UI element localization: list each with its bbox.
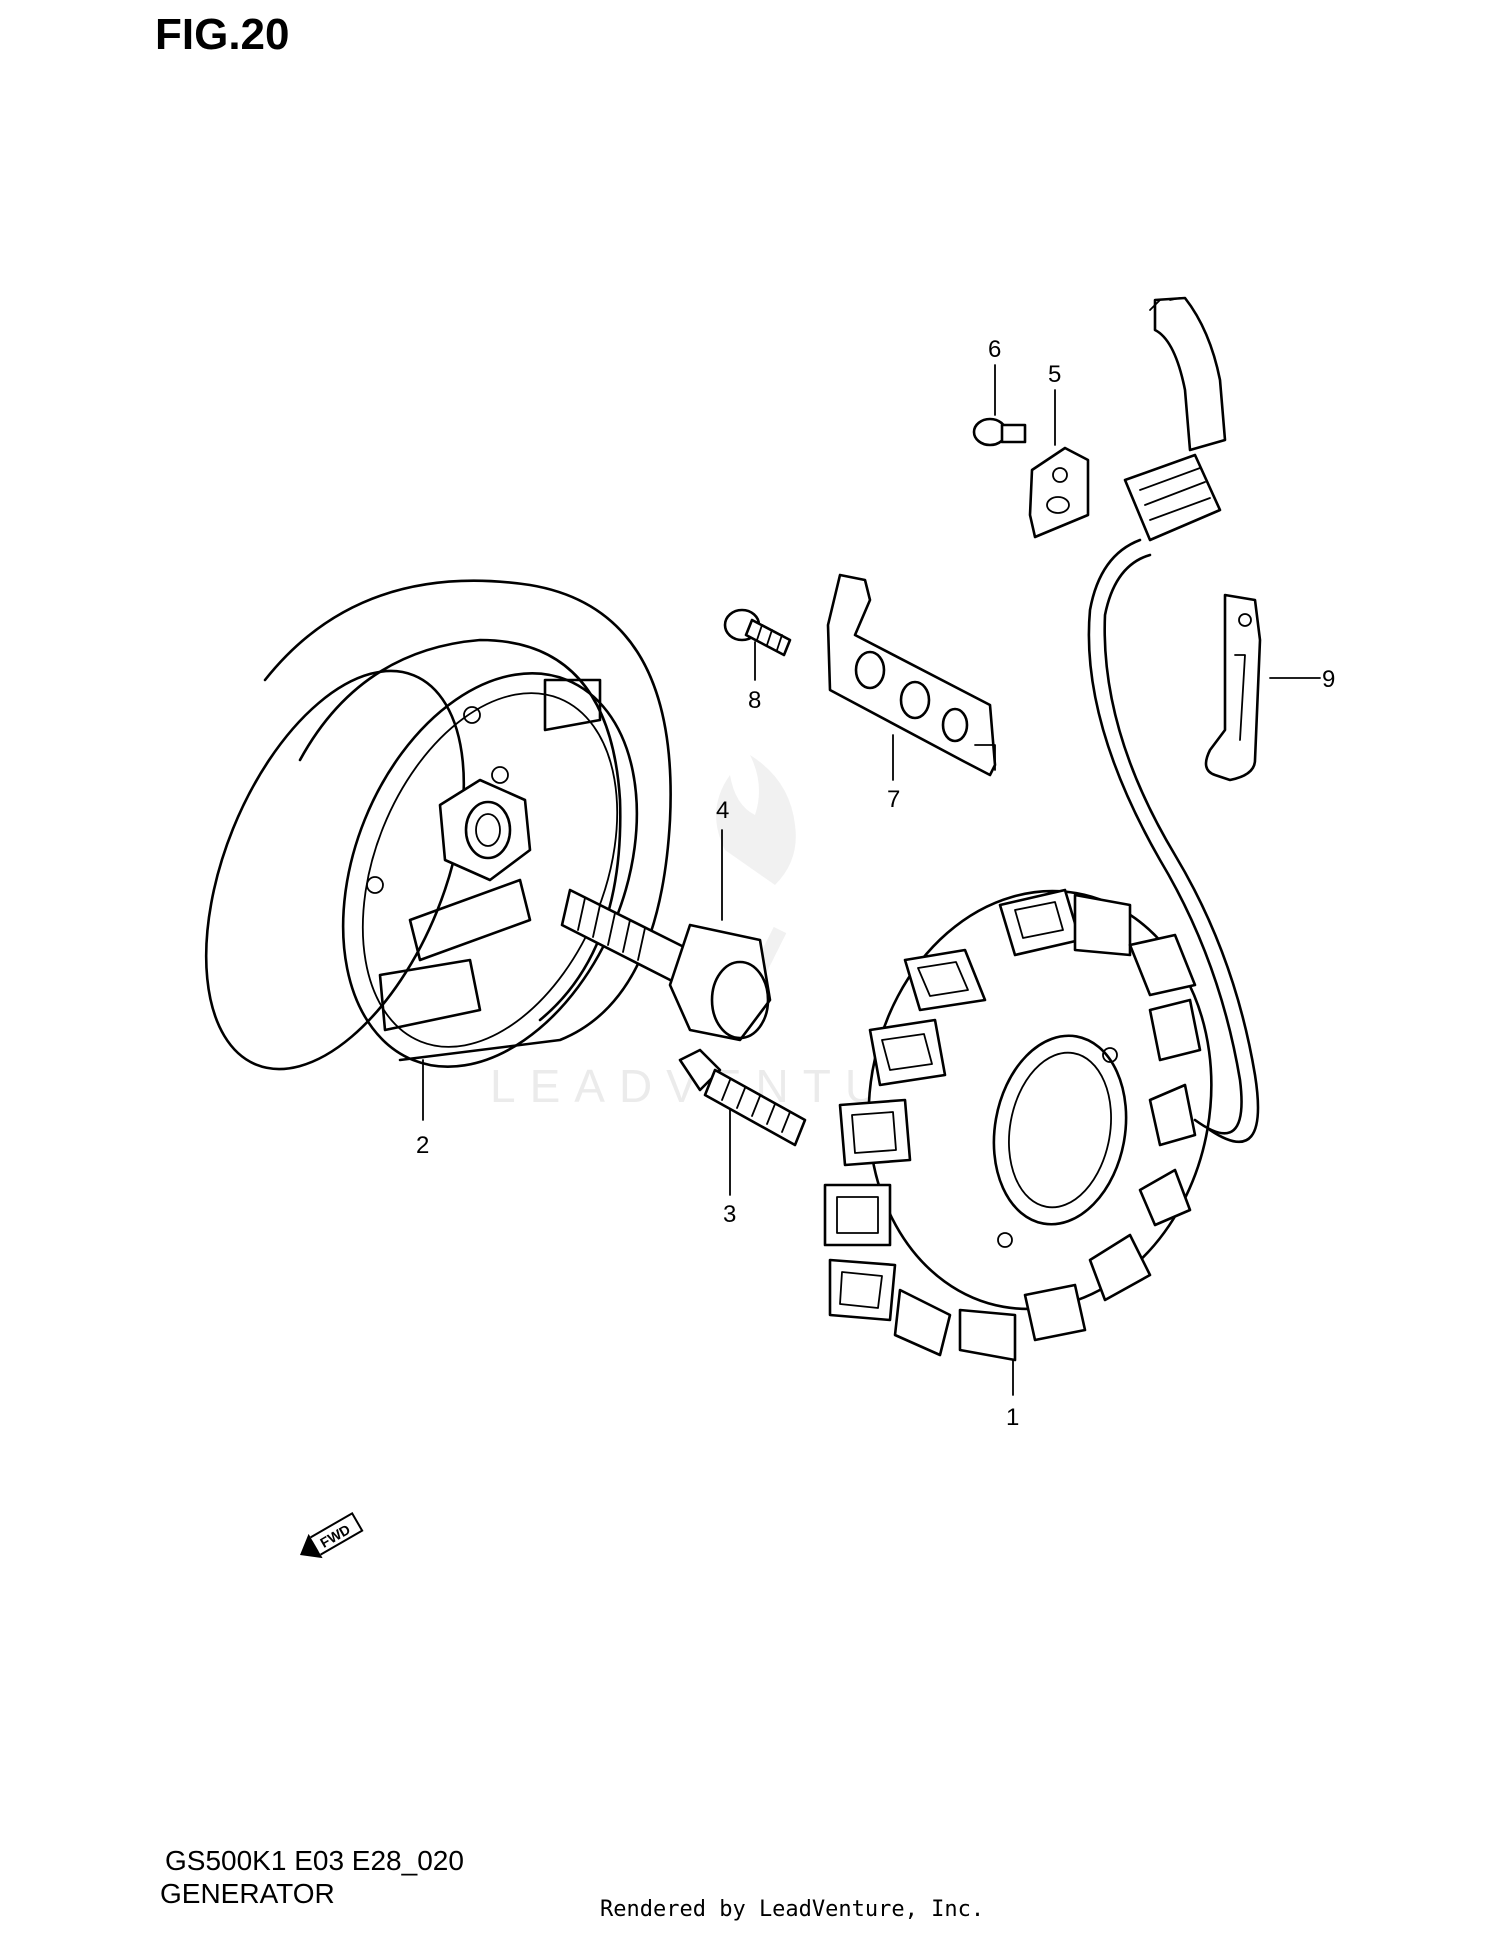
part-1-stator <box>823 888 1213 1396</box>
figure-code: GS500K1 E03 E28_020 <box>165 1845 464 1876</box>
callout-labels: 1 2 3 4 5 6 7 8 9 <box>416 336 1335 1431</box>
figure-name: GENERATOR <box>160 1878 335 1909</box>
callout-4: 4 <box>716 797 729 824</box>
part-3-stator-screw <box>678 1048 807 1196</box>
callout-8: 8 <box>748 687 761 714</box>
callout-2: 2 <box>416 1132 429 1159</box>
callout-7: 7 <box>887 786 900 813</box>
render-credit: Rendered by LeadVenture, Inc. <box>600 1897 985 1922</box>
part-7-plate <box>826 573 997 781</box>
part-8-screw <box>723 608 792 681</box>
callout-1: 1 <box>1006 1404 1019 1431</box>
part-9-clamp <box>1204 593 1321 782</box>
part-5-bracket <box>1028 389 1090 539</box>
part-6-screw <box>972 364 1027 447</box>
figure-title: FIG.20 <box>155 10 290 59</box>
callout-9: 9 <box>1322 666 1335 693</box>
part-4-rotor-bolt <box>560 829 772 1042</box>
callout-6: 6 <box>988 336 1001 363</box>
callout-5: 5 <box>1048 361 1061 388</box>
wire-harness <box>1087 296 1260 1143</box>
callout-3: 3 <box>723 1201 736 1228</box>
part-2-rotor <box>204 579 672 1121</box>
fwd-arrow-icon: FWD <box>300 1511 364 1559</box>
